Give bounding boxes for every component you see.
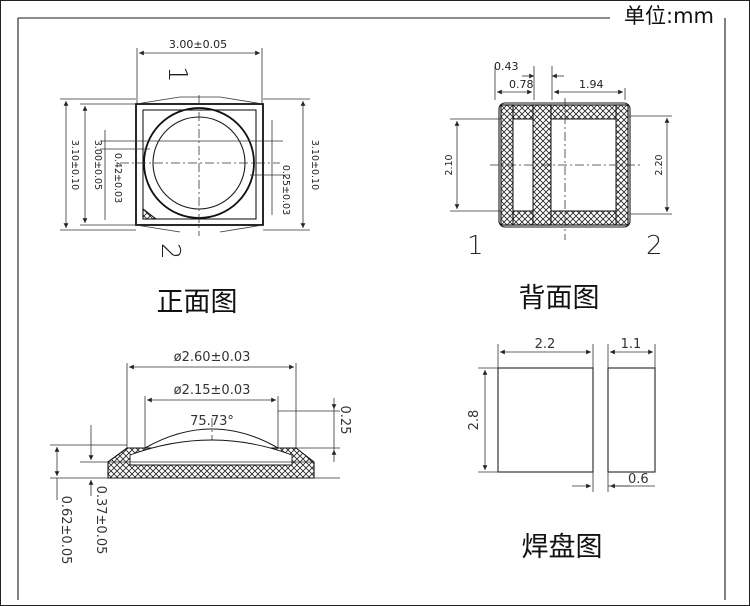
front-view: 3.00±0.05 1 3.10±0.10 3.00±0.05 0. [60, 38, 320, 318]
pad-view: 2.2 1.1 2.8 0.6 焊盘图 [467, 337, 656, 563]
back-dim-b: 0.78 [509, 78, 534, 91]
back-view-caption: 背面图 [519, 283, 600, 314]
side-dome [144, 428, 279, 449]
pad-large [497, 367, 594, 473]
pad-view-caption: 焊盘图 [522, 532, 603, 563]
front-pin1-label: 1 [162, 66, 192, 83]
side-view: ø2.60±0.03 ø2.15±0.03 75.73° 0.25 0.62±0… [50, 350, 352, 564]
front-dim-inner-b: 0.25±0.03 [280, 165, 291, 215]
side-dim-total: 0.62±0.05 [58, 496, 73, 565]
front-pin2-label: 2 [155, 243, 185, 260]
back-dim-c: 1.94 [579, 78, 604, 91]
pad-dim-height: 2.8 [467, 410, 482, 431]
back-dim-right: 2.20 [654, 154, 665, 175]
back-pin2-label: 2 [646, 231, 663, 261]
back-view: 0.43 0.78 1.94 2.10 2.20 1 2 [444, 60, 672, 314]
front-dim-inner-a: 0.42±0.03 [112, 153, 123, 203]
front-view-caption: 正面图 [157, 287, 238, 318]
pad-dim-gap: 0.6 [628, 472, 649, 487]
front-dim-left2: 3.10±0.10 [69, 140, 80, 190]
side-dim-dome: 0.25 [337, 406, 352, 435]
front-cathode-mark [142, 207, 158, 220]
front-dim-left: 3.00±0.05 [92, 140, 103, 190]
pad-small [607, 367, 656, 473]
front-dim-width: 3.00±0.05 [169, 38, 227, 51]
back-pin1-label: 1 [467, 231, 484, 261]
pad-dim-width: 2.2 [535, 337, 556, 352]
side-dim-inner: ø2.15±0.03 [174, 383, 251, 398]
back-dim-left: 2.10 [444, 154, 455, 175]
pad-dim-small-width: 1.1 [621, 337, 642, 352]
unit-label: 单位:mm [624, 4, 714, 28]
front-body-outline [135, 103, 264, 226]
back-dim-a: 0.43 [494, 60, 519, 73]
front-dim-right: 3.10±0.10 [309, 140, 320, 190]
front-body-inner [142, 109, 257, 220]
side-dim-outer: ø2.60±0.03 [174, 350, 251, 365]
side-dim-body: 0.37±0.05 [93, 486, 108, 555]
